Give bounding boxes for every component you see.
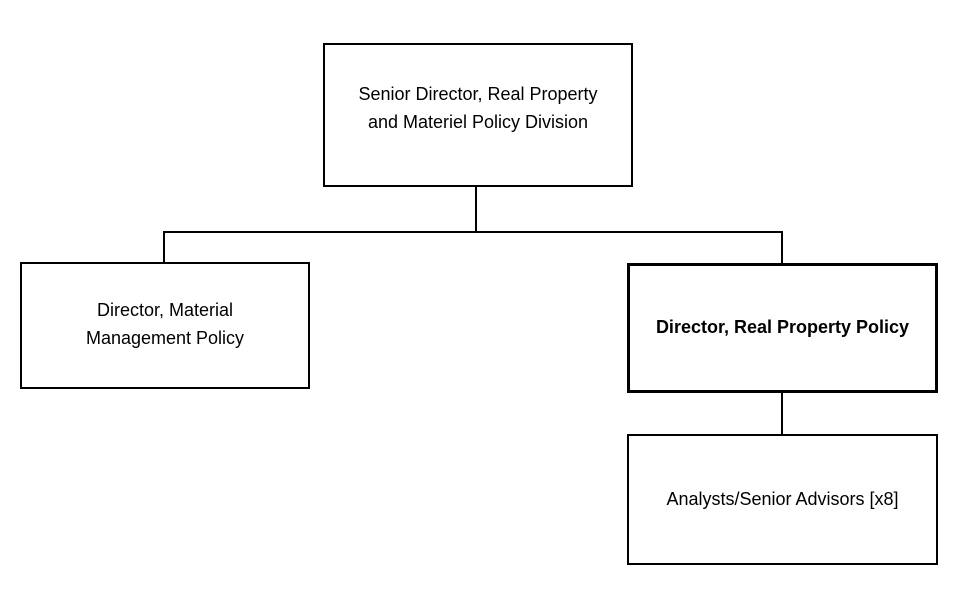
org-node-senior-director-real-property-and-materiel-policy-division: Senior Director, Real Property and Mater… — [323, 43, 633, 187]
connector-drop-real-property — [781, 231, 783, 263]
connector-horizontal-bus — [163, 231, 783, 233]
connector-senior-director-stem — [475, 187, 477, 232]
connector-real-property-to-analysts — [781, 393, 783, 434]
org-node-director-material-management-policy: Director, Material Management Policy — [20, 262, 310, 389]
org-node-label: Analysts/Senior Advisors [x8] — [666, 489, 899, 509]
org-node-label: Director, Real Property Policy — [655, 317, 910, 337]
org-node-label: Director, Material Management Policy — [85, 300, 245, 348]
org-node-director-real-property-policy: Director, Real Property Policy — [627, 263, 938, 393]
org-node-label: Senior Director, Real Property and Mater… — [358, 84, 598, 132]
connector-drop-material-management — [163, 231, 165, 262]
org-node-analysts-senior-advisors: Analysts/Senior Advisors [x8] — [627, 434, 938, 565]
